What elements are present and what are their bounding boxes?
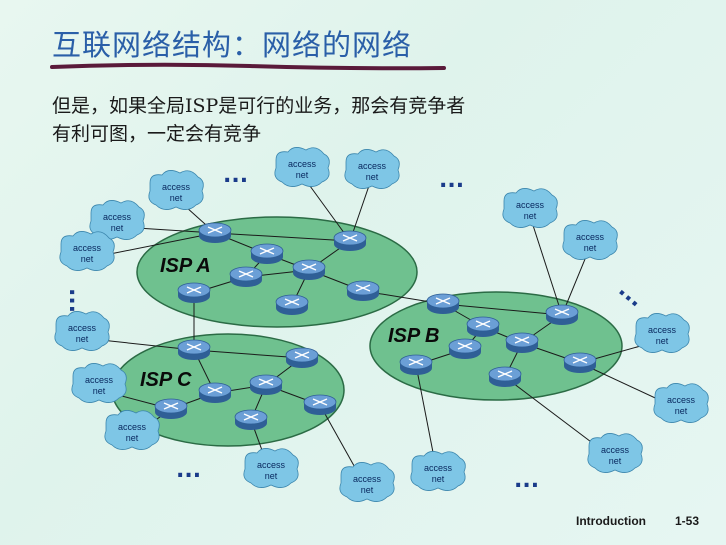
- router-icon: [399, 354, 433, 376]
- isp-c-label: ISP C: [140, 369, 192, 391]
- router-icon: [563, 352, 597, 374]
- access-net-label: net: [93, 386, 106, 396]
- access-net-label: access: [358, 161, 387, 171]
- access-net-label: net: [584, 243, 597, 253]
- router-icon: [198, 382, 232, 404]
- access-net-label: net: [111, 223, 124, 233]
- router-icon: [466, 316, 500, 338]
- access-net-label: net: [296, 170, 309, 180]
- access-net-label: access: [103, 212, 132, 222]
- ellipsis-dots: ...: [613, 277, 648, 312]
- access-net-label: access: [576, 232, 605, 242]
- ellipsis-dots: ...: [514, 468, 539, 493]
- isp-a-label: ISP A: [160, 255, 211, 277]
- router-icon: [303, 394, 337, 416]
- router-icon: [229, 266, 263, 288]
- access-net-label: access: [516, 200, 545, 210]
- access-net-label: net: [366, 172, 379, 182]
- router-icon: [249, 374, 283, 396]
- access-net-label: access: [85, 375, 114, 385]
- body-line-1: 但是，如果全局ISP是可行的业务，那会有竞争者: [52, 95, 466, 117]
- access-net-label: net: [609, 456, 622, 466]
- router-icon: [177, 339, 211, 361]
- router-icon: [198, 222, 232, 244]
- access-net-label: net: [432, 474, 445, 484]
- router-icon: [505, 332, 539, 354]
- access-net-label: access: [353, 474, 382, 484]
- router-icon: [426, 293, 460, 315]
- title-underline: [50, 62, 446, 71]
- router-icon: [545, 304, 579, 326]
- router-icon: [275, 294, 309, 316]
- access-net-label: access: [257, 460, 286, 470]
- access-net-label: net: [126, 433, 139, 443]
- ellipsis-dots: ...: [223, 163, 248, 188]
- access-net-label: net: [76, 334, 89, 344]
- access-net-label: net: [361, 485, 374, 495]
- router-icon: [346, 280, 380, 302]
- footer-section-label: Introduction: [576, 514, 646, 528]
- access-net-label: access: [667, 395, 696, 405]
- access-net-label: access: [601, 445, 630, 455]
- router-icon: [292, 259, 326, 281]
- access-net-label: access: [424, 463, 453, 473]
- access-net-label: access: [288, 159, 317, 169]
- access-net-label: net: [265, 471, 278, 481]
- body-line-2: 有利可图，一定会有竞争: [52, 123, 262, 145]
- ellipsis-dots: ...: [439, 168, 464, 193]
- access-nets: accessnetaccessnetaccessnetaccessnetacce…: [54, 146, 709, 503]
- body-text: 但是，如果全局ISP是可行的业务，那会有竞争者 有利可图，一定会有竞争: [52, 92, 465, 148]
- access-net-label: access: [68, 323, 97, 333]
- page-title: 互联网络结构：网络的网络: [52, 28, 413, 62]
- access-net-label: access: [648, 325, 677, 335]
- isp-b-label: ISP B: [388, 325, 440, 347]
- router-icon: [250, 243, 284, 265]
- access-net-label: access: [73, 243, 102, 253]
- router-icon: [488, 366, 522, 388]
- router-icon: [154, 398, 188, 420]
- access-net-label: net: [675, 406, 688, 416]
- access-net-label: net: [524, 211, 537, 221]
- router-icon: [285, 347, 319, 369]
- access-net-label: net: [170, 193, 183, 203]
- router-icon: [234, 409, 268, 431]
- ellipsis-dots: ...: [64, 288, 89, 313]
- ellipsis-dots: ...: [176, 458, 201, 483]
- access-net-label: net: [81, 254, 94, 264]
- router-icon: [448, 338, 482, 360]
- page-number: 1-53: [675, 514, 700, 528]
- router-icon: [333, 230, 367, 252]
- access-net-label: access: [162, 182, 191, 192]
- access-net-label: access: [118, 422, 147, 432]
- access-net-label: net: [656, 336, 669, 346]
- router-icon: [177, 282, 211, 304]
